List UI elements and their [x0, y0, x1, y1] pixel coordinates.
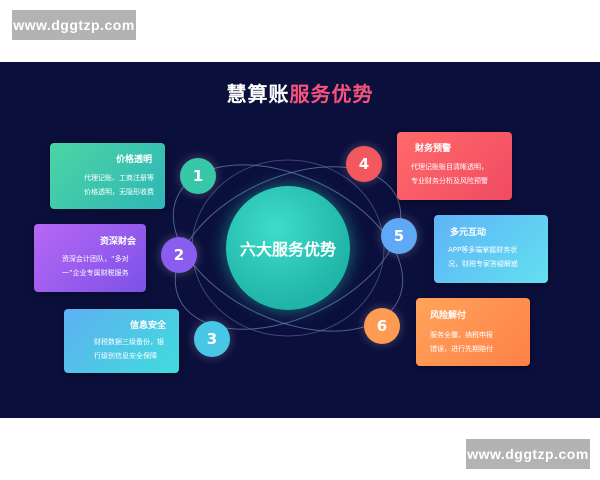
card-title: 资深财会: [100, 237, 137, 247]
card-body: APP等多端掌握财务状 况，财税专家答疑解惑: [448, 243, 518, 271]
diagram-title: 慧算账服务优势: [0, 78, 600, 107]
card-multi-interaction: 多元互动 APP等多端掌握财务状 况，财税专家答疑解惑: [434, 215, 548, 283]
number-badge-4: 4: [346, 146, 382, 182]
card-price-transparency: 价格透明 代理记账、工商注册等 价格透明，无隐形收费: [50, 143, 165, 209]
card-senior-accountants: 资深财会 资深会计团队，“多对 一”企业专属财税服务: [34, 224, 146, 292]
center-circle: 六大服务优势: [226, 186, 350, 310]
title-part1: 慧算账: [226, 82, 290, 106]
card-body: 代理记账、工商注册等 价格透明，无隐形收费: [84, 171, 154, 199]
card-line: 一”企业专属财税服务: [62, 269, 129, 277]
number-badge-1: 1: [180, 158, 216, 194]
card-title: 信息安全: [130, 321, 167, 331]
card-line: 代理记账、工商注册等: [84, 174, 154, 182]
card-body: 代理记账账目清晰透明， 专业财务分析及风险预警: [411, 160, 488, 188]
number-badge-3: 3: [194, 321, 230, 357]
card-line: 况，财税专家答疑解惑: [448, 260, 518, 268]
title-part2: 服务优势: [289, 82, 374, 106]
number-badge-5: 5: [381, 218, 417, 254]
card-line: 服务全覆、纳税申报: [430, 331, 493, 339]
card-information-security: 信息安全 财税数据三级备份，银 行级别信息安全保障: [64, 309, 179, 373]
card-line: 专业财务分析及风险预警: [411, 177, 488, 185]
card-risk-compensation: 风险解付 服务全覆、纳税申报 错误，进行先期赔付: [416, 298, 530, 366]
card-title: 价格透明: [116, 155, 153, 165]
card-line: 价格透明，无隐形收费: [84, 188, 154, 196]
card-line: 行级别信息安全保障: [94, 352, 157, 360]
watermark-top: www.dggtzp.com: [12, 10, 136, 40]
card-line: APP等多端掌握财务状: [448, 246, 518, 254]
card-body: 服务全覆、纳税申报 错误，进行先期赔付: [430, 328, 493, 356]
card-line: 资深会计团队，“多对: [62, 255, 129, 263]
card-line: 代理记账账目清晰透明，: [411, 163, 488, 171]
card-title: 财务预警: [415, 144, 452, 154]
card-title: 风险解付: [430, 311, 467, 321]
card-line: 错误，进行先期赔付: [430, 345, 493, 353]
card-body: 财税数据三级备份，银 行级别信息安全保障: [94, 335, 164, 363]
card-financial-warning: 财务预警 代理记账账目清晰透明， 专业财务分析及风险预警: [397, 132, 512, 200]
card-body: 资深会计团队，“多对 一”企业专属财税服务: [62, 252, 129, 280]
card-line: 财税数据三级备份，银: [94, 338, 164, 346]
watermark-bottom: www.dggtzp.com: [466, 439, 590, 469]
number-badge-2: 2: [161, 237, 197, 273]
number-badge-6: 6: [364, 308, 400, 344]
diagram-panel: 慧算账服务优势 六大服务优势 价格透明 代理记账、工商注册等 价格透明，无隐形收…: [0, 62, 600, 418]
card-title: 多元互动: [450, 228, 487, 238]
